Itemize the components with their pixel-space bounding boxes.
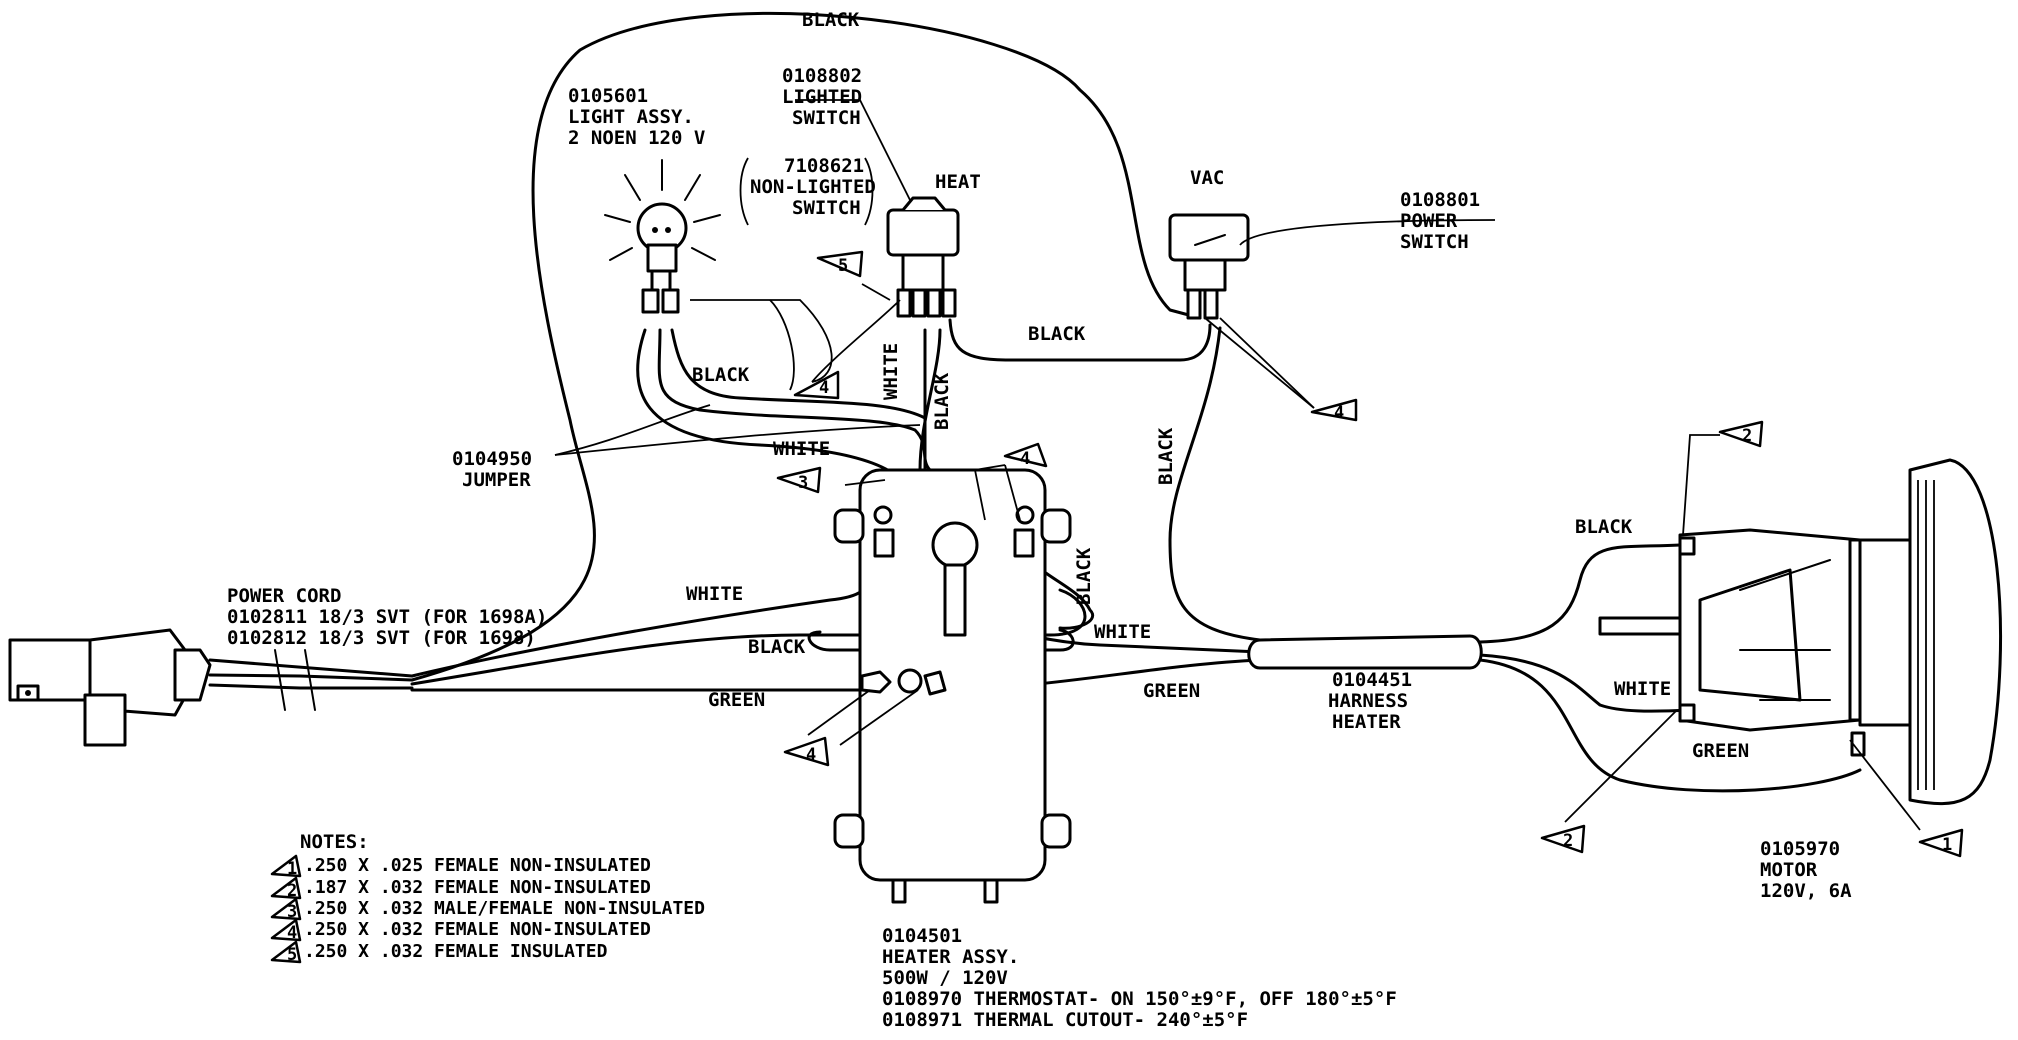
note-1-num: 1 bbox=[287, 859, 297, 879]
wire-label-black-top: BLACK bbox=[802, 9, 860, 31]
callout-heater-left-num: 3 bbox=[798, 473, 808, 493]
note-2: 2 .187 X .032 FEMALE NON-INSULATED bbox=[270, 876, 651, 901]
note-2-num: 2 bbox=[287, 881, 297, 901]
leader-lines bbox=[554, 99, 1921, 831]
nonlighted-switch-label: 7108621 NON-LIGHTED SWITCH bbox=[750, 155, 887, 219]
callout-switch-left-terminal: 5 bbox=[816, 250, 864, 278]
wire-label-green-motor: GREEN bbox=[1692, 740, 1749, 762]
wire-label-white-cord: WHITE bbox=[686, 583, 743, 605]
lighted-switch-label: 0108802 LIGHTED SWITCH bbox=[782, 65, 874, 129]
jumper-label: 0104950 JUMPER bbox=[452, 448, 544, 491]
note-1: 1 .250 X .025 FEMALE NON-INSULATED bbox=[270, 854, 651, 879]
wire-label-green-mid: GREEN bbox=[1143, 680, 1200, 702]
heater-harness bbox=[1247, 634, 1483, 670]
wire-label-black-motor: BLACK bbox=[1575, 516, 1633, 538]
harness-label: 0104451 HARNESS HEATER bbox=[1328, 669, 1424, 733]
callout-heater-right: 4 bbox=[1003, 442, 1048, 469]
wire-green-to-motor bbox=[1478, 658, 1862, 793]
motor-label: 0105970 MOTOR 120V, 6A bbox=[1760, 838, 1852, 902]
wire-green-cord bbox=[410, 658, 1262, 692]
wire-black-top-loop bbox=[410, 11, 1202, 682]
note-3: 3 .250 X .032 MALE/FEMALE NON-INSULATED bbox=[270, 897, 705, 922]
callout-ground: 4 bbox=[783, 736, 830, 767]
power-cord-label: POWER CORD 0102811 18/3 SVT (FOR 1698A) … bbox=[227, 585, 559, 649]
callout-heater-left: 3 bbox=[776, 466, 822, 494]
light-assembly bbox=[604, 159, 721, 314]
callout-switch-left-terminal-num: 5 bbox=[838, 256, 848, 276]
notes-section: NOTES: 1 .250 X .025 FEMALE NON-INSULATE… bbox=[270, 831, 705, 965]
note-4: 4 .250 X .032 FEMALE NON-INSULATED bbox=[270, 918, 651, 943]
callout-vac-terminals: 4 bbox=[1310, 398, 1358, 423]
power-cord-plug bbox=[8, 628, 414, 747]
note-5-num: 5 bbox=[287, 945, 297, 965]
note-3-text: .250 X .032 MALE/FEMALE NON-INSULATED bbox=[304, 898, 705, 919]
heat-switch-label: HEAT bbox=[935, 171, 981, 193]
wire-label-white-mid: WHITE bbox=[1094, 621, 1151, 643]
callout-motor-green-num: 1 bbox=[1942, 835, 1952, 855]
callout-motor-white: 2 bbox=[1540, 824, 1586, 854]
wire-black-to-motor bbox=[1478, 543, 1682, 644]
callout-motor-black-num: 2 bbox=[1742, 426, 1752, 446]
note-5: 5 .250 X .032 FEMALE INSULATED bbox=[270, 940, 608, 965]
wire-label-black-vac: BLACK bbox=[1155, 427, 1177, 485]
note-4-text: .250 X .032 FEMALE NON-INSULATED bbox=[304, 919, 651, 940]
wire-labels: BLACK BLACK BLACK WHITE BLACK BLACK BLAC… bbox=[686, 9, 1749, 762]
power-switch-label: 0108801 POWER SWITCH bbox=[1400, 189, 1492, 253]
wire-label-black-left: BLACK bbox=[692, 364, 750, 386]
wire-black-switch-to-vac bbox=[948, 318, 1212, 362]
note-2-text: .187 X .032 FEMALE NON-INSULATED bbox=[304, 877, 651, 898]
wire-white-to-motor bbox=[1478, 653, 1692, 713]
wire-label-black-heater-bottom: BLACK bbox=[748, 636, 806, 658]
callout-triangles: 4 5 4 3 4 4 2 2 bbox=[776, 250, 1964, 858]
callout-motor-white-num: 2 bbox=[1563, 831, 1573, 851]
wire-label-black-heater-side: BLACK bbox=[1073, 547, 1095, 605]
note-3-num: 3 bbox=[287, 902, 297, 922]
heater-assembly-label: 0104501 HEATER ASSY. 500W / 120V 0108970… bbox=[882, 925, 1408, 1031]
wire-label-white-vert: WHITE bbox=[880, 343, 902, 400]
callout-vac-terminals-num: 4 bbox=[1334, 403, 1344, 423]
nonlighted-switch-bracket bbox=[739, 157, 749, 226]
wire-black-heater-right bbox=[1028, 558, 1094, 630]
wire-label-white-motor: WHITE bbox=[1614, 678, 1671, 700]
heat-switch bbox=[886, 196, 960, 318]
heater-assembly bbox=[833, 468, 1072, 904]
wire-black-cord bbox=[410, 588, 1087, 686]
wire-jumper-light-to-heater-b bbox=[670, 328, 927, 420]
wire-black-vac-to-harness bbox=[1168, 326, 1262, 642]
nonlighted-switch-bracket-right bbox=[864, 157, 874, 226]
callout-light-terminals-num: 4 bbox=[819, 378, 829, 398]
callout-light-terminals: 4 bbox=[793, 370, 840, 400]
callout-motor-black: 2 bbox=[1718, 420, 1764, 448]
note-1-text: .250 X .025 FEMALE NON-INSULATED bbox=[304, 855, 651, 876]
light-assembly-label: 0105601 LIGHT ASSY. 2 NOEN 120 V bbox=[568, 85, 705, 149]
wire-label-green-cord: GREEN bbox=[708, 689, 765, 711]
part-labels: 0105601 LIGHT ASSY. 2 NOEN 120 V 0108802… bbox=[227, 65, 1852, 1031]
wire-label-black-mid: BLACK bbox=[1028, 323, 1086, 345]
wire-label-black-vert: BLACK bbox=[931, 372, 953, 430]
vac-switch-label: VAC bbox=[1190, 167, 1224, 189]
notes-title: NOTES: bbox=[300, 831, 369, 853]
wire-label-white-jumper: WHITE bbox=[773, 438, 830, 460]
note-4-num: 4 bbox=[287, 923, 297, 943]
callout-motor-green: 1 bbox=[1918, 828, 1964, 858]
callout-heater-right-num: 4 bbox=[1020, 449, 1030, 469]
vac-power-switch bbox=[1168, 213, 1250, 320]
note-5-text: .250 X .032 FEMALE INSULATED bbox=[304, 941, 608, 962]
callout-ground-num: 4 bbox=[806, 745, 816, 765]
motor bbox=[1598, 458, 2003, 806]
